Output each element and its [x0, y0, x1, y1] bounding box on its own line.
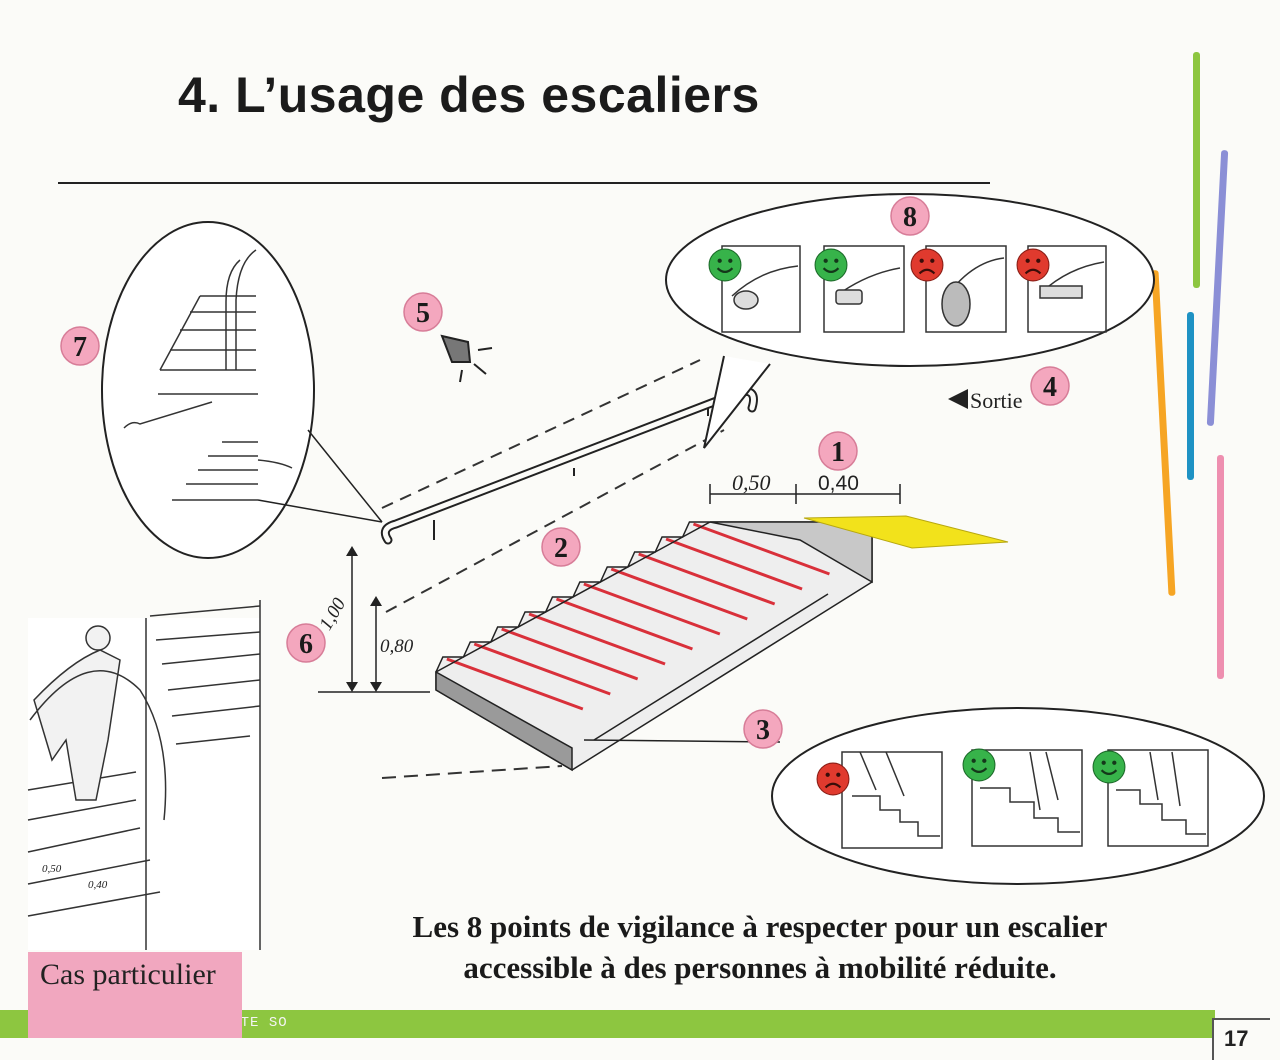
page-title: 4. L’usage des escaliers: [178, 67, 760, 123]
spiral-dim-1: 0,50: [42, 863, 62, 875]
badge-2: 2: [541, 527, 581, 567]
staircase: [435, 515, 1009, 772]
dim-height-low: 0,80: [380, 636, 414, 657]
svg-text:8: 8: [903, 202, 917, 233]
svg-text:2: 2: [554, 533, 568, 564]
spiral-stair-case: [27, 600, 261, 950]
exit-label: Sortie: [970, 388, 1023, 413]
svg-text:1: 1: [831, 437, 845, 468]
badge-5: 5: [403, 292, 443, 332]
height-dimension: [318, 546, 430, 693]
step-nosing: [665, 537, 803, 591]
badge-8: 8: [890, 196, 930, 236]
badge-4: 4: [1030, 366, 1070, 406]
svg-text:4: 4: [1043, 372, 1057, 403]
exit-sign: Sortie: [948, 388, 1023, 413]
main-handrail: [380, 359, 758, 779]
caption: Les 8 points de vigilance à respecter po…: [330, 906, 1190, 988]
step-nosing: [555, 597, 693, 651]
callout-3-step-profiles: [583, 707, 1265, 885]
svg-text:7: 7: [73, 332, 87, 363]
top-dimension: [709, 484, 901, 504]
decor-stroke-green: [1193, 52, 1200, 288]
step-nosing: [446, 657, 584, 711]
svg-text:3: 3: [756, 715, 770, 746]
page-number: 17: [1224, 1026, 1249, 1051]
spiral-dim-2: 0,40: [88, 879, 108, 891]
title-underline: [58, 182, 990, 184]
step-nosing: [583, 582, 721, 636]
decor-stroke-blue: [1187, 312, 1194, 480]
callout-7-detail: [101, 221, 383, 559]
callout-8-handrail-sections: [665, 193, 1155, 449]
step-nosing: [638, 552, 776, 606]
exit-arrow-icon: [948, 389, 968, 409]
step-nosing: [473, 642, 611, 696]
special-case-label: Cas particulier: [40, 958, 216, 991]
dim-handrail-extension: 0,50: [732, 470, 771, 495]
badge-6: 6: [286, 623, 326, 663]
caption-line-2: accessible à des personnes à mobilité ré…: [463, 950, 1057, 985]
step-nosing: [501, 627, 639, 681]
page-number-box: 17: [1212, 1018, 1270, 1060]
svg-text:6: 6: [299, 629, 313, 660]
caption-line-1: Les 8 points de vigilance à respecter po…: [412, 909, 1108, 944]
dim-height-high: 1,00: [315, 594, 350, 634]
step-nosing: [528, 612, 666, 666]
light-fixture: [440, 334, 493, 383]
badge-1: 1: [818, 431, 858, 471]
special-case-box: [28, 952, 242, 1038]
badge-3: 3: [743, 709, 783, 749]
svg-text:5: 5: [416, 298, 430, 329]
dim-warning-strip: 0,40: [818, 472, 859, 495]
step-nosing: [692, 522, 830, 576]
badge-7: 7: [60, 326, 100, 366]
decor-stroke-pink: [1217, 455, 1224, 679]
step-nosing: [610, 567, 748, 621]
